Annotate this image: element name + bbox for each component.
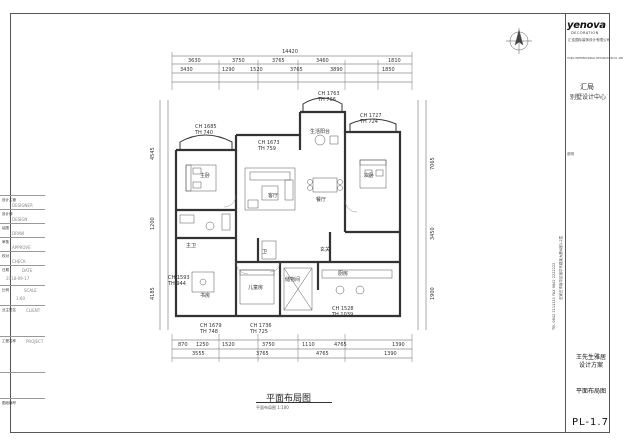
dim-right-1: 7065 — [430, 157, 436, 170]
dim-top-detail-3: 1520 — [250, 67, 263, 73]
dim-left-2: 1200 — [150, 217, 156, 230]
room-th-study: TH 944 — [168, 281, 186, 287]
dim-bottom-detail-6: 4765 — [334, 342, 347, 348]
dim-top-1: 3630 — [188, 58, 201, 64]
room-name-study: 书房 — [200, 293, 211, 299]
dim-top-detail-1: 3430 — [180, 67, 193, 73]
dim-bottom-2: 3765 — [256, 351, 269, 357]
title-row-6: 日期 DATE — [0, 265, 45, 275]
room-name-child: 儿童房 — [248, 285, 264, 291]
room-ch-living: CH 1673 — [258, 140, 280, 146]
title-block — [565, 13, 610, 433]
overall-dimension: 14420 — [282, 49, 298, 55]
room-name-ensuite: 主卫 — [186, 243, 197, 249]
notes-label: 说明 — [567, 152, 574, 156]
room-ch-study: CH 1593 — [168, 275, 190, 281]
room-th-second: TH 724 — [360, 119, 378, 125]
room-ch-kitchen: CH 1528 — [332, 306, 354, 312]
room-name-second: 次卧 — [364, 173, 375, 179]
room-ch-bath: CH 1736 — [250, 323, 272, 329]
dim-bottom-1: 3555 — [192, 351, 205, 357]
title-row-10: 业主签名 CLIENT — [0, 305, 45, 319]
room-th-bath: TH 725 — [250, 329, 268, 335]
dim-bottom-detail-5: 1110 — [302, 342, 315, 348]
title-row-9: 1:60 — [16, 296, 25, 301]
company-tel: TEL 0842 2111111 FAX 0842 2222222 — [552, 262, 556, 330]
sheet-caption: 平面布局图 — [266, 394, 312, 404]
dim-bottom-detail-1: 870 — [178, 342, 188, 348]
room-th-balcony: TH 766 — [318, 97, 336, 103]
company-name-en: HUIJIA INTERNATIONAL DECORATION CO.,LTD — [567, 57, 624, 60]
dim-bottom-detail-4: 3750 — [262, 342, 275, 348]
dim-top-detail-2: 1290 — [222, 67, 235, 73]
dim-left-3: 4185 — [150, 287, 156, 300]
title-row-4: 审核 APPROVE — [0, 237, 45, 251]
room-ch-child: CH 1679 — [200, 323, 222, 329]
dim-top-5: 1810 — [388, 58, 401, 64]
project-name-2: 设计方案 — [579, 362, 604, 369]
dim-bottom-detail-3: 1520 — [222, 342, 235, 348]
dim-top-2: 3750 — [232, 58, 245, 64]
title-row-7: 2018-09-17 — [6, 276, 30, 281]
room-name-storage: 储物间 — [285, 277, 301, 283]
drawing-name: 平面布局图 — [576, 388, 607, 395]
room-th-living: TH 759 — [258, 146, 276, 152]
room-name-balcony: 生活阳台 — [310, 129, 331, 135]
center-label-2: 别墅设计中心 — [570, 94, 607, 101]
room-name-dining: 餐厅 — [316, 197, 327, 203]
project-name-1: 王先生雅居 — [576, 354, 607, 361]
caption-underline — [256, 402, 332, 403]
title-row-2: 设计师 DESIGN — [0, 209, 45, 223]
room-th-kitchen: TH 1039 — [332, 312, 354, 318]
title-row-11: 工程名称 PROJECT — [0, 336, 45, 346]
drawing-name-row — [0, 372, 45, 386]
dim-bottom-4: 1390 — [384, 351, 397, 357]
caption-subtitle: 平面布局图 1:100 — [256, 405, 289, 410]
brand-logo: yenova — [567, 20, 606, 31]
drawing-no-row: 图纸编号 — [0, 398, 45, 410]
title-row-1: 设计主管 DESIGNER — [0, 195, 45, 209]
dim-top-4: 3460 — [316, 58, 329, 64]
dim-bottom-3: 4765 — [316, 351, 329, 357]
title-row-3: 绘图 DRAW — [0, 223, 45, 237]
dim-right-2: 3450 — [430, 227, 436, 240]
room-th-child: TH 748 — [200, 329, 218, 335]
room-ch-master: CH 1685 — [195, 124, 217, 130]
dim-top-detail-5: 3890 — [330, 67, 343, 73]
room-name-master: 主卧 — [200, 173, 211, 179]
room-name-bath: 卫 — [262, 249, 268, 255]
center-label-1: 汇局 — [580, 83, 594, 91]
dim-left-1: 4545 — [150, 147, 156, 160]
room-ch-second: CH 1727 — [360, 113, 382, 119]
company-name-cn: 汇佳国际装饰设计有限公司 — [568, 38, 610, 42]
title-row-5: 校对 CHECK — [0, 251, 45, 265]
company-address: 石家庄市裕华区裕华东路某大厦A座1-2层 — [559, 235, 563, 300]
dim-top-detail-6: 1850 — [382, 67, 395, 73]
dim-right-3: 1900 — [430, 287, 436, 300]
room-th-master: TH 740 — [195, 130, 213, 136]
room-ch-balcony: CH 1763 — [318, 91, 340, 97]
room-name-entry: 玄关 — [320, 247, 331, 253]
drawing-number: PL-1.7 — [572, 417, 609, 428]
room-name-kitchen: 厨房 — [338, 271, 349, 277]
dim-top-3: 3765 — [272, 58, 285, 64]
room-name-living: 客厅 — [268, 193, 279, 199]
dim-top-detail-4: 3765 — [290, 67, 303, 73]
dim-bottom-detail-2: 1250 — [196, 342, 209, 348]
title-row-8: 比例 SCALE — [0, 285, 45, 295]
brand-sub: DECORATION — [571, 31, 599, 35]
dim-bottom-detail-7: 1390 — [392, 342, 405, 348]
